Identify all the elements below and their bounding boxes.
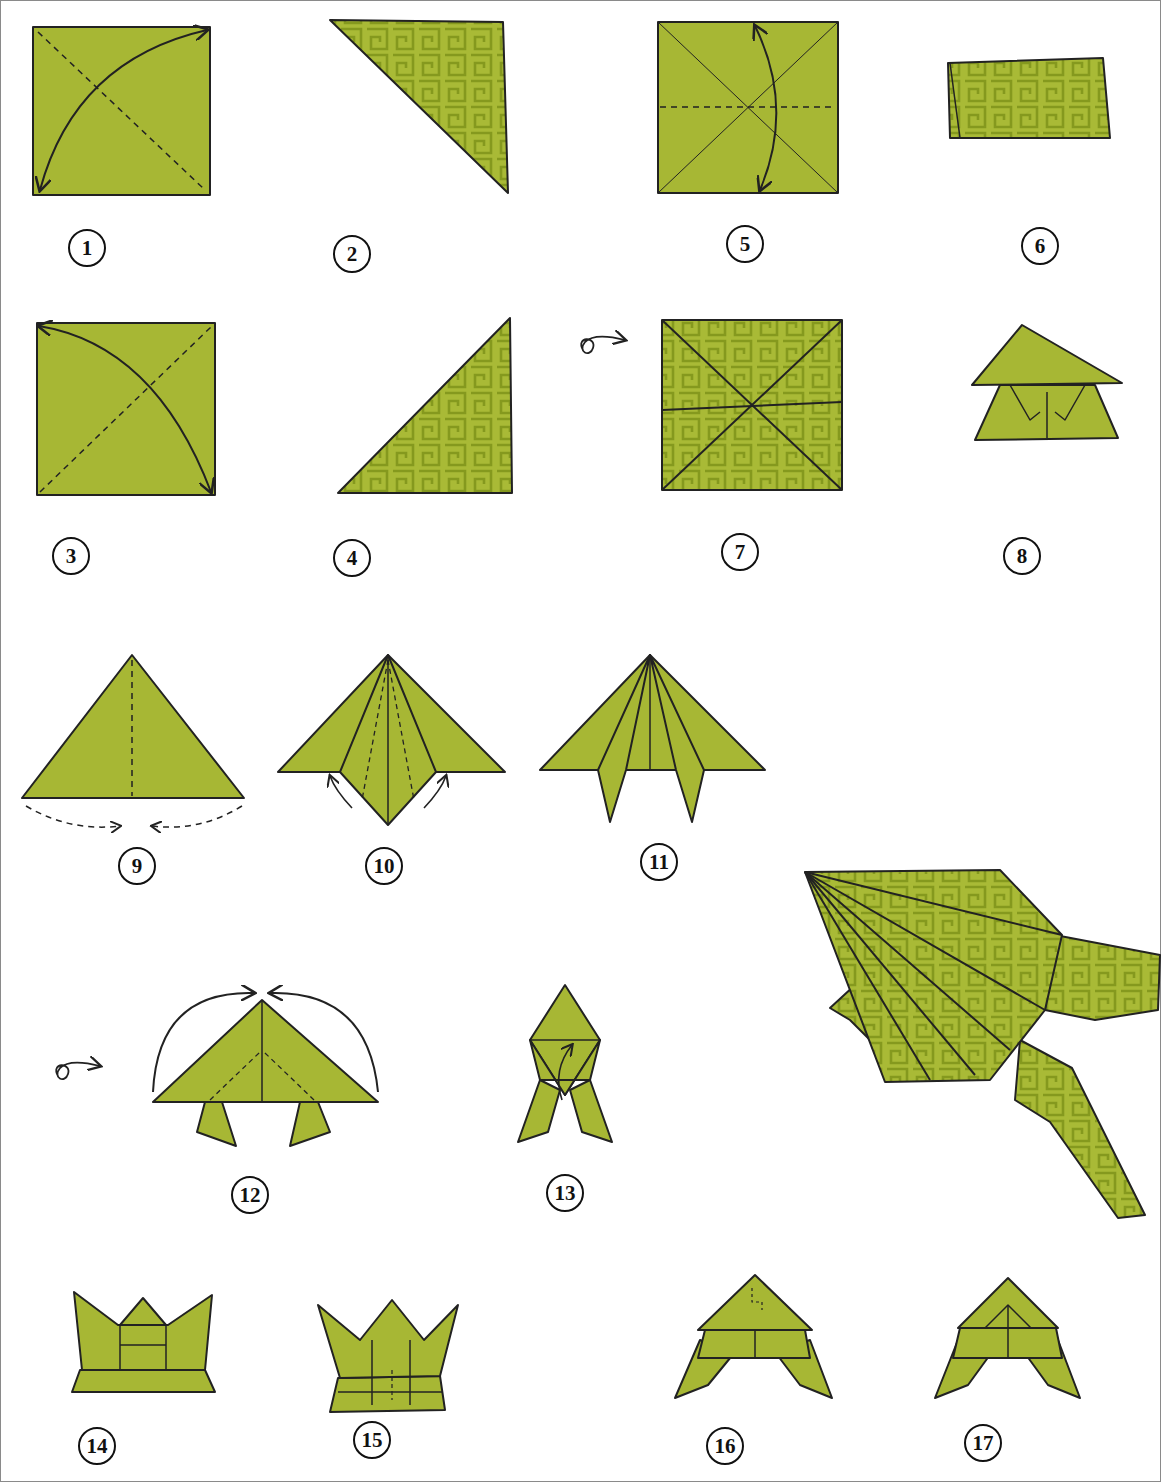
step-number: 17 (964, 1424, 1002, 1462)
step-number: 15 (353, 1421, 391, 1459)
step-number: 3 (52, 537, 90, 575)
step-number: 16 (706, 1427, 744, 1465)
step-number: 4 (333, 539, 371, 577)
step-number: 7 (721, 533, 759, 571)
callout-number: 17 (973, 1433, 994, 1454)
step-number: 10 (365, 847, 403, 885)
step-number: 2 (333, 235, 371, 273)
step-number: 11 (640, 843, 678, 881)
callout-number: 12 (240, 1185, 261, 1206)
step-number: 8 (1003, 537, 1041, 575)
step-number: 1 (68, 229, 106, 267)
step-number: 6 (1021, 227, 1059, 265)
step-number: 5 (726, 225, 764, 263)
step-number: 9 (118, 847, 156, 885)
callout-number: 16 (715, 1436, 736, 1457)
callout-number: 6 (1035, 236, 1046, 257)
callout-number: 2 (347, 244, 358, 265)
callout-number: 14 (87, 1436, 108, 1457)
callout-number: 11 (649, 852, 669, 873)
callout-number: 5 (740, 234, 751, 255)
step-number: 13 (546, 1174, 584, 1212)
callout-number: 1 (82, 238, 93, 259)
callout-number: 15 (362, 1430, 383, 1451)
callout-number: 13 (555, 1183, 576, 1204)
callout-number: 3 (66, 546, 77, 567)
callout-number: 8 (1017, 546, 1028, 567)
callout-number: 10 (374, 856, 395, 877)
step-number: 12 (231, 1176, 269, 1214)
callout-number: 7 (735, 542, 746, 563)
callout-number: 9 (132, 856, 143, 877)
callout-number: 4 (347, 548, 358, 569)
step-number: 14 (78, 1427, 116, 1465)
